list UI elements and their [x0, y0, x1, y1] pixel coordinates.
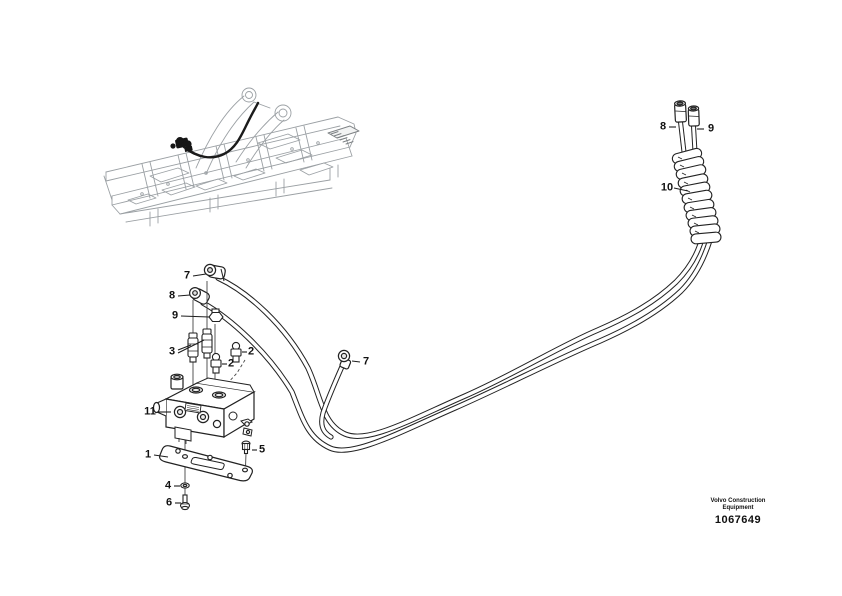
callout-6: 6 [165, 496, 173, 509]
ring-fitting [337, 349, 352, 370]
hex-fitting-9 [208, 308, 224, 323]
brand-line1: Volvo Construction [710, 498, 766, 504]
spiral-guard [671, 147, 722, 245]
callout-8-left: 8 [168, 289, 176, 302]
footer-block: Volvo Construction Equipment 1067649 [700, 498, 776, 526]
callout-9-right: 9 [707, 122, 715, 135]
leader-lines [153, 126, 704, 504]
callout-2-lower: 2 [227, 357, 235, 370]
elbow-fittings [189, 263, 226, 305]
callout-1: 1 [144, 448, 152, 461]
inset-highlight-valve-and-hose [170, 101, 260, 159]
hose-routing [200, 231, 713, 453]
callout-2-upper: 2 [247, 345, 255, 358]
right-hose-ends [674, 100, 700, 153]
mounting-plate [159, 445, 253, 482]
callout-9-left: 9 [171, 309, 179, 322]
brand-line2: Equipment [722, 504, 754, 511]
adapters-3 [187, 328, 213, 363]
chassis-inset-art [103, 87, 360, 227]
callout-7-mid: 7 [362, 355, 370, 368]
callout-10: 10 [660, 181, 674, 194]
callout-3: 3 [168, 345, 176, 358]
nipple-fittings-2 [210, 341, 242, 374]
part-number: 1067649 [714, 513, 762, 526]
callout-4: 4 [164, 479, 172, 492]
callout-5: 5 [258, 443, 266, 456]
callout-7-left: 7 [183, 269, 191, 282]
valve-body [152, 373, 256, 444]
hardware [179, 440, 251, 511]
callout-11: 11 [144, 405, 156, 418]
callout-8-right: 8 [659, 120, 667, 133]
